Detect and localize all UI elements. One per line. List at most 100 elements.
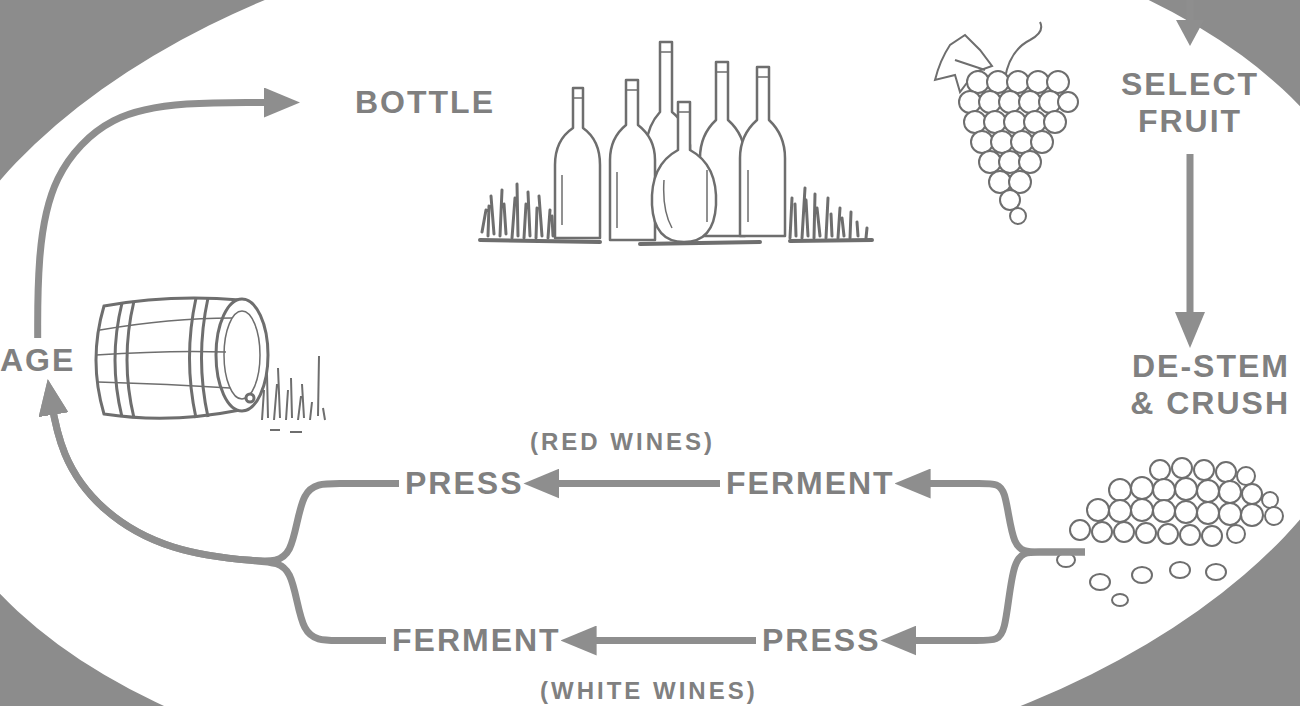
crushed-grapes [1170, 562, 1190, 578]
wine-barrel [216, 299, 268, 411]
incoming-arrow [1176, 20, 1204, 46]
crushed-grapes [1090, 574, 1110, 590]
crushed-grapes [1158, 524, 1178, 544]
crushed-grapes [1131, 499, 1153, 521]
flow-arrow [1187, 154, 1194, 336]
wine-barrel [115, 298, 208, 418]
process-step: BOTTLE [300, 84, 495, 121]
step-name: FERMENT [726, 465, 895, 502]
grape-cluster [1019, 91, 1041, 113]
crushed-grapes [1206, 564, 1226, 580]
flow-arrow [50, 391, 386, 641]
wine-barrel [262, 356, 325, 432]
grape-cluster [935, 22, 1078, 224]
wine-bottles [555, 42, 785, 242]
grape-cluster [1010, 208, 1026, 224]
grape-cluster [967, 71, 989, 93]
crushed-grapes [1150, 460, 1170, 480]
flow-arrow [535, 480, 720, 487]
incoming-arrow [1187, 0, 1194, 22]
crushed-grapes [1197, 502, 1219, 524]
grape-cluster [1058, 92, 1078, 112]
crushed-grapes [1175, 501, 1197, 523]
grass-sketch [482, 184, 553, 238]
flow-arrow [38, 103, 288, 339]
process-step: PRESS [762, 622, 880, 659]
wine-bottles [562, 52, 770, 228]
crushed-grapes [1112, 594, 1128, 606]
process-step: FERMENT [726, 465, 895, 502]
crushed-grapes [1114, 522, 1134, 542]
crushed-grapes [1242, 484, 1262, 504]
grape-cluster [1047, 71, 1069, 93]
crushed-grapes [1136, 523, 1156, 543]
grape-cluster [1000, 190, 1020, 210]
crushed-grapes [1175, 478, 1197, 500]
grape-cluster [955, 22, 1041, 78]
process-step: FERMENT [392, 622, 561, 659]
grass-sketch [790, 188, 867, 238]
grape-cluster [987, 71, 1009, 93]
branch-label: (WHITE WINES) [540, 677, 758, 705]
grape-cluster [984, 111, 1006, 133]
grape-cluster [979, 91, 1001, 113]
crushed-grapes [1132, 567, 1152, 583]
crushed-grapes [1109, 500, 1131, 522]
crushed-grapes [1153, 500, 1175, 522]
grape-cluster [959, 91, 981, 113]
process-step: PRESS [405, 465, 523, 502]
crushed-grapes [1262, 492, 1278, 508]
grape-cluster [1011, 131, 1033, 153]
crushed-grapes [1202, 526, 1222, 546]
wine-barrel [96, 298, 325, 432]
wine-bottles [740, 67, 785, 236]
step-name: BOTTLE [355, 84, 495, 121]
crushed-grapes [1153, 479, 1175, 501]
step-name: PRESS [405, 465, 523, 502]
crushed-grapes [1057, 553, 1075, 567]
crushed-grapes [1109, 479, 1131, 501]
crushed-grapes [1197, 480, 1219, 502]
process-step: SELECT FRUIT [1115, 66, 1265, 140]
grape-cluster [1019, 151, 1041, 173]
crushed-grapes [1092, 522, 1112, 542]
grape-cluster [964, 111, 986, 133]
grape-cluster [971, 131, 993, 153]
grass-sketch [480, 240, 872, 244]
grape-cluster [979, 151, 1001, 173]
wine-barrel [96, 318, 232, 388]
incoming-arrow [1176, 0, 1204, 46]
crushed-grapes [1219, 481, 1241, 503]
grape-cluster [999, 151, 1021, 173]
flow-arrow [892, 552, 1085, 641]
grass-sketch [480, 184, 872, 244]
step-name: AGE [0, 342, 75, 379]
step-name: FERMENT [392, 622, 561, 659]
crushed-grapes [1216, 462, 1236, 482]
crushed-grapes [1241, 504, 1263, 526]
branch-label: (RED WINES) [530, 428, 715, 456]
flow-arrow [573, 637, 756, 644]
wine-barrel [246, 394, 254, 402]
grape-cluster [1024, 111, 1046, 133]
crushed-grapes [1070, 520, 1090, 540]
crushed-grapes [1265, 507, 1283, 525]
crushed-grapes [1087, 499, 1109, 521]
crushed-grapes [1057, 458, 1283, 606]
step-name: DE-STEM & CRUSH [1115, 348, 1290, 422]
step-name: SELECT FRUIT [1115, 66, 1265, 140]
crushed-grapes [1237, 467, 1255, 485]
crushed-grapes [1131, 477, 1153, 499]
crushed-grapes [1180, 525, 1200, 545]
flow-arrow [907, 484, 1085, 553]
process-step: AGE [0, 342, 75, 379]
crushed-grapes [1172, 458, 1192, 478]
grape-cluster [999, 91, 1021, 113]
grape-cluster [1044, 111, 1066, 133]
grape-cluster [1004, 111, 1026, 133]
flow-arrow [50, 391, 399, 561]
step-name: PRESS [762, 622, 880, 659]
